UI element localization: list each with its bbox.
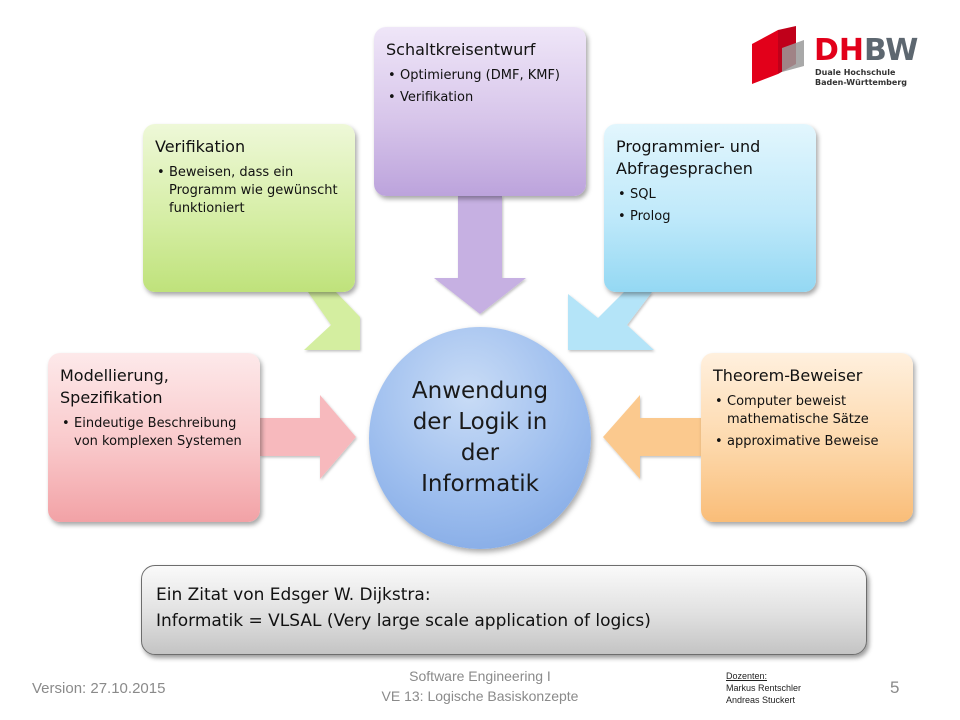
node-verifikation: Verifikation Beweisen, dass ein Programm… [143,124,355,292]
bullet-list: SQL Prolog [616,186,804,226]
node-title: Modellierung, Spezifikation [60,366,169,407]
quote-box: Ein Zitat von Edsger W. Dijkstra: Inform… [141,565,867,655]
bullet-item: Prolog [616,208,804,226]
node-title: Verifikation [155,137,246,156]
bullet-item: Verifikation [386,89,574,107]
center-node: Anwendung der Logik in der Informatik [369,327,591,549]
page-number: 5 [890,678,900,697]
author-name: Andreas Stuckert [726,695,796,705]
arrow-programmiersprachen [568,292,654,350]
logo-subtitle: Duale Hochschule Baden-Württemberg [815,68,908,87]
quote-line-1: Ein Zitat von Edsger W. Dijkstra: [156,585,431,605]
footer-version: Version: 27.10.2015 [32,680,166,697]
bullet-item: Eindeutige Beschreibung von komplexen Sy… [60,415,248,451]
footer-course: Software Engineering I VE 13: Logische B… [381,668,579,704]
bullet-list: Eindeutige Beschreibung von komplexen Sy… [60,415,248,451]
node-title: Schaltkreisentwurf [386,40,536,59]
arrow-schaltkreisentwurf [434,196,526,314]
logo-text-red: DH [814,33,865,68]
arrow-verifikation [304,292,360,350]
authors-label: Dozenten: [726,671,768,681]
arrow-theorem-beweiser [603,395,701,479]
quote-line-2: Informatik = VLSAL (Very large scale app… [156,611,651,631]
bullet-item: Computer beweist mathematische Sätze [713,393,901,429]
node-schaltkreisentwurf: Schaltkreisentwurf Optimierung (DMF, KMF… [374,27,586,196]
footer-authors: Dozenten: Markus Rentschler Andreas Stuc… [726,670,801,706]
author-name: Markus Rentschler [726,683,802,693]
arrow-modellierung [260,395,356,479]
bullet-list: Optimierung (DMF, KMF) Verifikation [386,67,574,107]
logo-text-grey: BW [864,33,919,68]
logo-wordmark: DHBW [814,36,918,66]
node-theorem-beweiser: Theorem-Beweiser Computer beweist mathem… [701,353,913,522]
node-title: Programmier- und Abfragesprachen [616,137,761,178]
node-title: Theorem-Beweiser [713,366,863,385]
bullet-list: Beweisen, dass ein Programm wie gewünsch… [155,164,343,218]
bullet-item: Optimierung (DMF, KMF) [386,67,574,85]
node-modellierung: Modellierung, Spezifikation Eindeutige B… [48,353,260,522]
node-programmiersprachen: Programmier- und Abfragesprachen SQL Pro… [604,124,816,292]
bullet-item: approximative Beweise [713,433,901,451]
dhbw-logo-icon [752,26,804,84]
bullet-list: Computer beweist mathematische Sätze app… [713,393,901,451]
center-label: Anwendung der Logik in der Informatik [411,378,549,497]
bullet-item: SQL [616,186,804,204]
bullet-item: Beweisen, dass ein Programm wie gewünsch… [155,164,343,218]
